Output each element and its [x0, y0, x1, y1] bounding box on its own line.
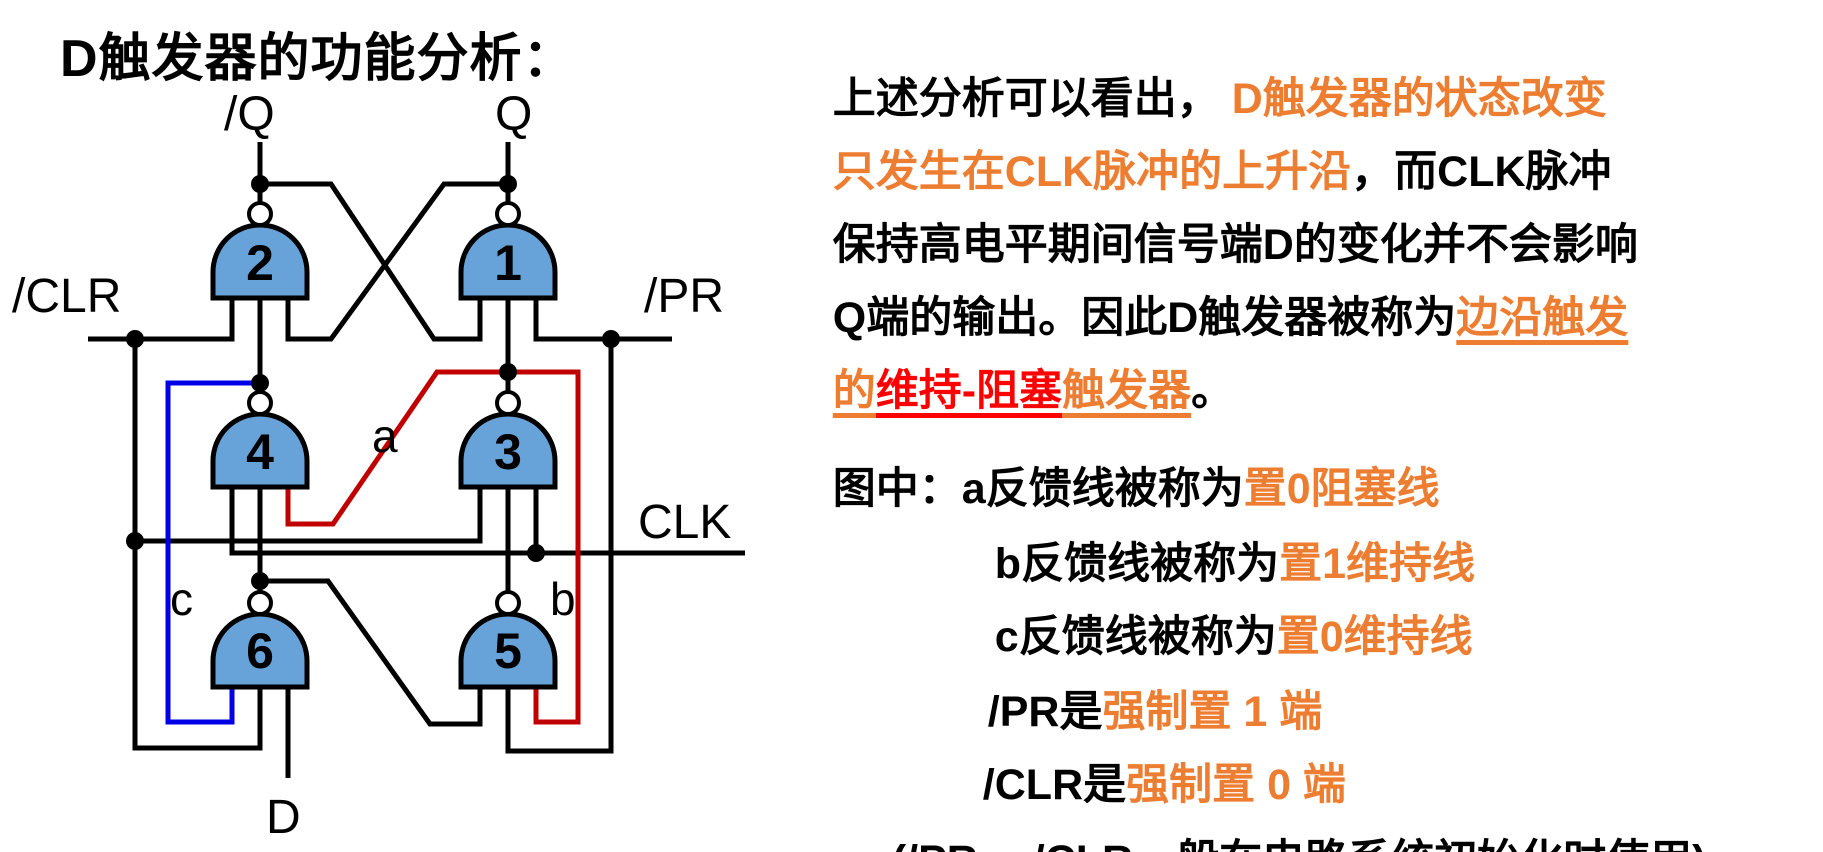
note-line-7: b反馈线被称为置1维持线: [947, 487, 1475, 642]
note-line-9: /PR是强制置 1 端: [940, 635, 1323, 790]
gate4-bubble: [247, 390, 273, 416]
gate5-number: 5: [494, 623, 522, 679]
note-highlight-underline: 触发器: [1062, 366, 1192, 415]
feedback-b-label: b: [550, 573, 576, 625]
gate4-number: 4: [246, 424, 274, 480]
junction-dots: [126, 175, 620, 590]
note-text: Q端的输出。因此D触发器被称为: [832, 293, 1457, 342]
g6-node-to-g5-wire: [260, 578, 483, 727]
note-line-11: (/PR 、/CLR一般在电路系统初始化时使用): [844, 784, 1707, 852]
note-text: /CLR是: [982, 760, 1127, 809]
note-line-5: 的维持-阻塞触发器。: [785, 314, 1234, 469]
note-highlight: 强制置 0 端: [1126, 760, 1346, 809]
feedback-c-label: c: [170, 573, 193, 625]
note-text: c反馈线被称为: [994, 612, 1277, 661]
clr-label: /CLR: [12, 270, 121, 323]
nand-gates: [210, 201, 558, 690]
q-label: Q: [495, 88, 532, 141]
note-line-6: 图中：a反馈线被称为置0阻塞线: [785, 412, 1440, 567]
note-text: 上述分析可以看出，: [832, 74, 1232, 123]
note-line-4: Q端的输出。因此D触发器被称为边沿触发: [785, 241, 1629, 396]
note-line-10: /CLR是强制置 0 端: [935, 708, 1346, 852]
note-line-2: 只发生在CLK脉冲的上升沿，而CLK脉冲: [785, 95, 1612, 250]
clk-rail-wire: [229, 487, 745, 556]
note-highlight: 置1维持线: [1279, 539, 1475, 588]
gate5-bubble: [495, 590, 521, 616]
qbar-label: /Q: [224, 88, 275, 141]
note-line-8: c反馈线被称为置0维持线: [947, 560, 1473, 715]
feedback-a-label: a: [372, 410, 398, 462]
gate6-bubble: [247, 590, 273, 616]
note-highlight-underline: 的: [832, 366, 876, 415]
gate3-bubble: [495, 390, 521, 416]
note-highlight: 置0维持线: [1276, 612, 1473, 661]
page-title: D触发器的功能分析：: [60, 30, 576, 88]
note-line-1: 上述分析可以看出， D触发器的状态改变: [785, 22, 1607, 177]
gate1-bubble: [495, 201, 521, 227]
note-highlight: 置0阻塞线: [1243, 464, 1440, 513]
dff-circuit-diagram: 1 2 3 4 5 6 /Q Q /CLR /PR CLK D a b c: [12, 88, 745, 844]
note-text: 保持高电平期间信号端D的变化并不会影响: [832, 220, 1638, 269]
pr-vertical-wire: [505, 339, 614, 754]
note-highlight: 只发生在CLK脉冲的上升沿: [832, 147, 1352, 196]
note-line-3: 保持高电平期间信号端D的变化并不会影响: [785, 168, 1638, 323]
circuit-wires: [88, 142, 745, 778]
note-text: 。: [1191, 366, 1235, 415]
pr-rail-wire: [533, 298, 672, 342]
gate6-number: 6: [246, 623, 274, 679]
feedback-line-c: [165, 380, 260, 725]
cross-wire-q-to-g2: [285, 181, 508, 342]
clk-label: CLK: [638, 496, 731, 549]
d-label: D: [266, 791, 301, 844]
note-text: 图中：a反馈线被称为: [832, 464, 1244, 513]
note-highlight: D触发器的状态改变: [1231, 74, 1607, 123]
note-text: (/PR 、/CLR一般在电路系统初始化时使用): [892, 837, 1707, 852]
cross-wire-qbar-to-g1: [260, 181, 483, 342]
gate2-bubble: [247, 201, 273, 227]
note-highlight: 强制置 1 端: [1102, 687, 1323, 736]
pr-label: /PR: [644, 270, 724, 323]
note-text: /PR是: [987, 687, 1103, 736]
gate1-number: 1: [494, 235, 522, 291]
gate2-number: 2: [246, 235, 274, 291]
note-highlight-underline: 边沿触发: [1456, 293, 1629, 342]
clr-branch-to-g3-wire: [135, 487, 483, 544]
note-red-underline: 维持-阻塞: [875, 366, 1063, 415]
gate3-number: 3: [494, 424, 522, 480]
note-text: ，而CLK脉冲: [1351, 147, 1612, 196]
note-text: b反馈线被称为: [994, 539, 1280, 588]
